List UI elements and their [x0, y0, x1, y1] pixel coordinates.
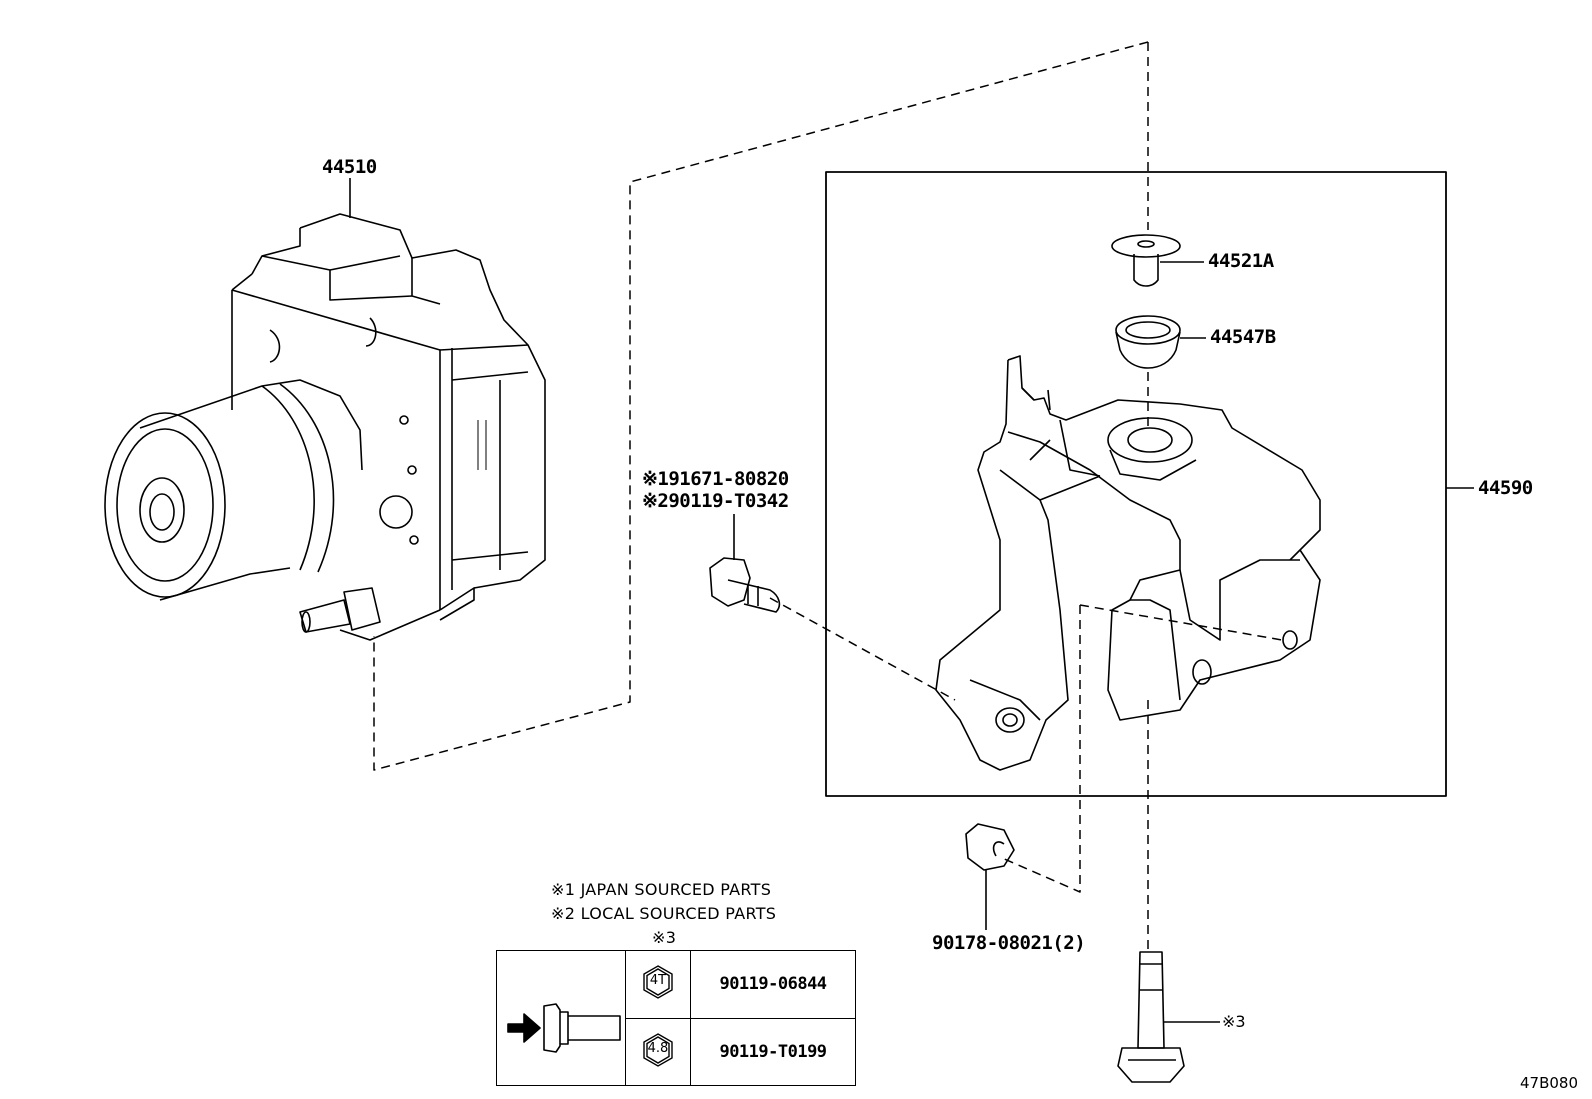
grade-cell: 4.8 [625, 1017, 691, 1086]
label-ref-3: ※3 [1222, 1012, 1246, 1031]
bolt-grade-table: 4T 90119-06844 4.8 90119-T0199 [496, 950, 856, 1086]
bolt-drawing [709, 514, 781, 613]
grade-cell: 4T [625, 950, 691, 1019]
part-number-cell: 90119-06844 [690, 950, 856, 1019]
table-bolt-cell [496, 950, 626, 1086]
table-row: 4.8 90119-T0199 [497, 1017, 856, 1086]
note-ref-3: ※3 [652, 928, 677, 947]
table-row: 4T 90119-06844 [496, 950, 856, 1086]
label-bolt-local: ※290119-T0342 [642, 490, 789, 512]
label-44547b: 44547B [1210, 326, 1276, 348]
label-nut: 90178-08021(2) [932, 932, 1086, 954]
label-44510: 44510 [322, 156, 377, 178]
hex-grade-icon: 4T [640, 964, 676, 1000]
grade-label: 4.8 [647, 1040, 669, 1056]
note-japan-sourced: ※1 JAPAN SOURCED PARTS [551, 880, 772, 899]
label-44590: 44590 [1478, 477, 1533, 499]
nut-drawing [965, 823, 1015, 930]
bracket-drawing [935, 355, 1321, 771]
note-local-sourced: ※2 LOCAL SOURCED PARTS [551, 904, 777, 923]
hex-grade-icon: 4.8 [640, 1032, 676, 1068]
cushion-drawing [1115, 315, 1206, 369]
abs-actuator-drawing [104, 178, 546, 641]
dashed-leaders [373, 41, 1283, 950]
label-bolt-japan: ※191671-80820 [642, 468, 789, 490]
part-number-cell: 90119-T0199 [690, 1017, 856, 1086]
cap-drawing [1111, 234, 1204, 287]
drawing-code: 47B080 [1520, 1074, 1579, 1092]
grade-label: 4T [649, 973, 667, 989]
label-44521a: 44521A [1208, 250, 1274, 272]
bracket-group-box [825, 171, 1447, 797]
long-bolt-drawing [1117, 951, 1220, 1083]
